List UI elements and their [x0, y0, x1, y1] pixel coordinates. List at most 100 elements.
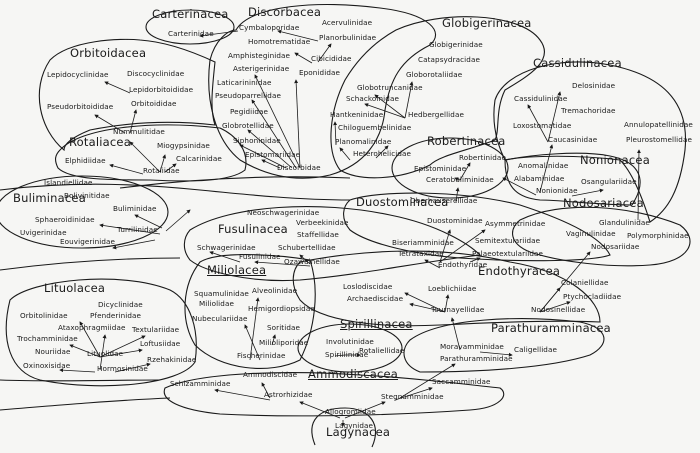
family-label: Rotaliidae — [143, 166, 180, 175]
family-label: Pegidiidae — [230, 107, 269, 116]
family-label: Miogypsinidae — [157, 141, 210, 150]
family-label: Planomalinidae — [335, 137, 392, 146]
family-label: Alveolinidae — [252, 286, 298, 295]
family-label: Acervulinidae — [322, 18, 373, 27]
family-label: Lituolidae — [87, 349, 124, 358]
superfamily-lagynacea: Lagynacea — [326, 425, 391, 439]
family-label: Semitextulariidae — [475, 236, 541, 245]
superfamily-buliminacea: Buliminacea — [13, 191, 86, 205]
family-label: Turrilinidae — [117, 225, 158, 234]
family-label: Loxostomatidae — [513, 121, 572, 130]
family-label: Textulariidae — [132, 325, 180, 334]
family-label: Cassidulinidae — [514, 94, 568, 103]
family-label: Globigerinidae — [429, 40, 483, 49]
family-label: Ammodiscidae — [243, 370, 298, 379]
family-label: Hantkeninidae — [330, 110, 384, 119]
family-label: Osangulariidae — [581, 177, 637, 186]
superfamily-nonionacea: Nonionacea — [580, 153, 650, 167]
family-label: Amphisteginidae — [228, 51, 291, 60]
superfamily-miliolacea: Miliolacea — [207, 263, 267, 277]
family-label: Nubeculariidae — [192, 314, 248, 323]
family-label: Uvigerinidae — [20, 228, 67, 237]
family-label: Lepidocyclinidae — [47, 70, 109, 79]
family-label: Loeblichiidae — [428, 284, 477, 293]
superfamily-robertinacea: Robertinacea — [427, 134, 506, 148]
family-label: Alabaminidae — [514, 174, 565, 183]
family-label: Verbeekinidae — [296, 218, 349, 227]
family-label: Colaniellidae — [561, 278, 609, 287]
family-label: Epistomariidae — [245, 150, 301, 159]
family-label: Lagynidae — [335, 421, 374, 430]
family-label: Ozawainellidae — [284, 257, 340, 266]
family-label: Trochamminidae — [17, 334, 78, 343]
family-label: Asymmetrinidae — [485, 219, 546, 228]
family-label: Oberhauserellidae — [410, 196, 478, 205]
family-label: Rotaliellidae — [359, 346, 405, 355]
family-label: Milioliporidae — [259, 338, 309, 347]
family-label: Schackoinidae — [346, 94, 399, 103]
family-label: Spirillinidae — [325, 350, 369, 359]
family-label: Schubertellidae — [278, 243, 336, 252]
family-label: Vaginulinidae — [566, 229, 616, 238]
family-label: Glandulinidae — [599, 218, 650, 227]
family-label: Moravamminidae — [440, 342, 504, 351]
family-label: Stegnamminidae — [381, 392, 444, 401]
family-label: Catapsydracidae — [418, 55, 480, 64]
family-label: Pseudorbitoididae — [47, 102, 114, 111]
family-label: Tremachoridae — [561, 106, 616, 115]
family-label: Islandiellidae — [44, 178, 93, 187]
superfamily-spirillinacea: Spirillinacea — [340, 317, 413, 331]
family-label: Rzehakinidae — [147, 355, 197, 364]
superfamily-carterinacea: Carterinacea — [152, 7, 229, 21]
family-label: Annulopatellinidae — [624, 120, 693, 129]
family-label: Fischerinidae — [237, 351, 286, 360]
family-label: Chiloguembelinidae — [338, 123, 412, 132]
family-label: Biseriamminidae — [392, 238, 454, 247]
family-label: Cymbaloporidae — [239, 23, 300, 32]
family-label: Cibicididae — [311, 54, 352, 63]
family-label: Parathuramminidae — [440, 354, 513, 363]
family-label: Orbitoididae — [131, 99, 177, 108]
family-label: Schizamminidae — [170, 379, 231, 388]
family-label: Dicyclinidae — [98, 300, 143, 309]
superfamily-ammodiscacea: Ammodiscacea — [308, 367, 399, 381]
family-label: Delosinidae — [572, 81, 616, 90]
superfamily-orbitoidacea: Orbitoidacea — [70, 46, 147, 60]
family-label: Palaeotextulariidae — [472, 249, 544, 258]
family-label: Laticarininidae — [217, 78, 272, 87]
family-label: Robertinidae — [459, 153, 506, 162]
family-label: Allogromiidae — [325, 407, 376, 416]
family-label: Elphidiidae — [65, 156, 106, 165]
family-label: Globrotellidae — [222, 121, 274, 130]
family-label: Duostominidae — [427, 216, 483, 225]
family-label: Loftusiidae — [140, 339, 181, 348]
family-label: Ceratobuliminidae — [426, 175, 494, 184]
family-label: Pseudoparrellidae — [215, 91, 281, 100]
family-label: Hemigordiopsidae — [248, 304, 315, 313]
family-label: Carterinidae — [168, 29, 214, 38]
family-label: Soritidae — [267, 323, 301, 332]
family-label: Bolivinitidae — [64, 191, 110, 200]
family-label: Involutinidae — [326, 337, 374, 346]
family-label: Anomalinidae — [518, 161, 569, 170]
family-label: Lepidorbitoididae — [129, 85, 194, 94]
family-label: Nodosinellidae — [531, 305, 586, 314]
family-label: Homotrematidae — [248, 37, 311, 46]
superfamily-globigerinacea: Globigerinacea — [442, 16, 532, 30]
superfamily-rotaliacea: Rotaliacea — [69, 135, 131, 149]
family-label: Tetrataxidae — [398, 249, 444, 258]
family-label: Loslodiscidae — [343, 282, 393, 291]
family-label: Planorbulinidae — [319, 33, 377, 42]
family-label: Neoschwagerinidae — [247, 208, 320, 217]
family-label: Sphaeroidinidae — [35, 215, 95, 224]
family-label: Asterigerinidae — [233, 64, 290, 73]
family-label: Tournayellidae — [431, 305, 485, 314]
family-label: Globorotaliidae — [406, 70, 463, 79]
superfamily-nodosariacea: Nodosariacea — [563, 196, 644, 210]
family-label: Pfenderinidae — [90, 311, 142, 320]
family-label: Staffellidae — [297, 230, 339, 239]
family-label: Nodosariidae — [591, 242, 640, 251]
superfamily-parathuramminacea: Parathuramminacea — [491, 321, 611, 335]
